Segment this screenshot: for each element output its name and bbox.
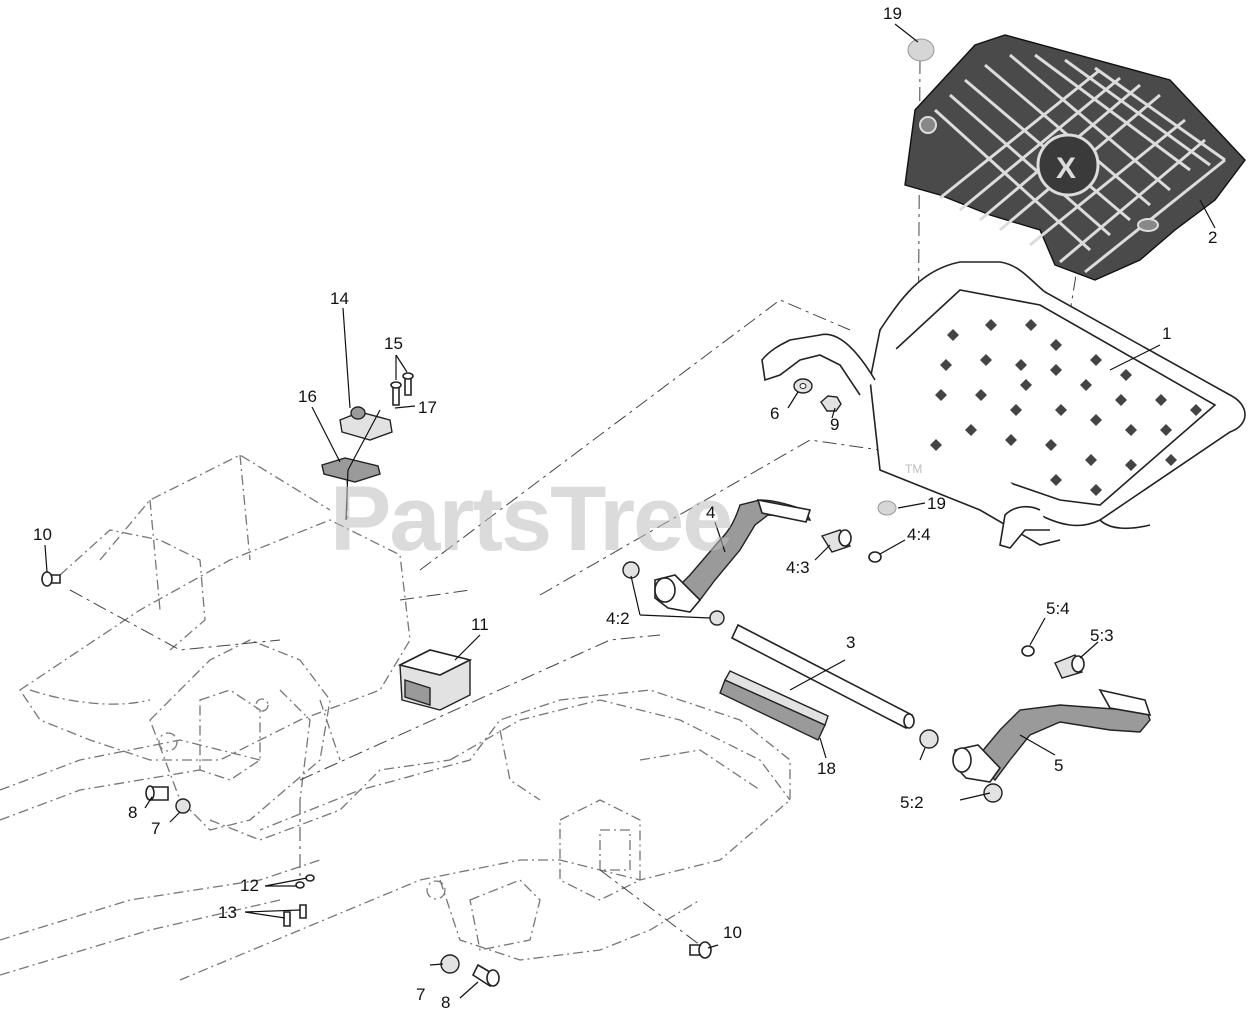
bushing-part-5-3 (1054, 654, 1085, 679)
callout-4-2: 4:2 (606, 609, 630, 628)
callout-8-left: 8 (128, 803, 137, 822)
callout-9: 9 (830, 415, 839, 434)
nut-part-9 (820, 395, 842, 412)
callout-5-2: 5:2 (900, 793, 924, 812)
washer-part-5-2-b (983, 783, 1003, 803)
callout-6: 6 (770, 404, 779, 423)
callout-1: 1 (1162, 324, 1171, 343)
bolts-part-15 (390, 372, 414, 406)
callout-14: 14 (330, 289, 349, 308)
pedal-arm-part-4 (654, 498, 812, 613)
bumper-part-11 (397, 649, 473, 711)
clip-part-4-4 (868, 551, 882, 563)
svg-text:X: X (1056, 152, 1076, 185)
callout-4-3: 4:3 (786, 558, 810, 577)
rod-part-3 (730, 623, 915, 730)
fasteners-part-12-13 (283, 874, 315, 927)
callout-16: 16 (298, 387, 317, 406)
callout-5-4: 5:4 (1046, 599, 1070, 618)
callout-5-3: 5:3 (1090, 626, 1114, 645)
floor-mat-part-2: X (904, 34, 1246, 281)
bolt-part-8-bottom (471, 963, 500, 988)
washer-part-7-bottom (440, 954, 460, 974)
callout-8-bottom: 8 (441, 993, 450, 1012)
callout-4-4: 4:4 (907, 525, 931, 544)
callout-10-left: 10 (33, 525, 52, 544)
callout-11: 11 (471, 615, 489, 634)
plug-part-19-top (907, 38, 935, 62)
bracket-part-14 (339, 406, 393, 441)
callout-19-mid: 19 (927, 494, 946, 513)
leader-lines (44, 23, 1216, 999)
pedal-arm-part-5 (952, 688, 1152, 783)
plug-part-19-mid (877, 500, 897, 516)
callout-17: 17 (418, 398, 437, 417)
chassis-frame-left (0, 454, 451, 841)
washer-part-5-2-a (919, 729, 939, 749)
plate-part-16 (321, 457, 381, 483)
watermark-trademark: TM (905, 462, 922, 476)
callout-10-bottom: 10 (723, 923, 742, 942)
callout-7-left: 7 (151, 819, 160, 838)
bolt-part-10-left (41, 571, 61, 587)
callout-2: 2 (1208, 228, 1217, 247)
callout-3: 3 (846, 633, 855, 652)
chassis-frame-right (0, 689, 791, 981)
washer-part-7-left (175, 798, 191, 814)
foot-platform-part-1 (761, 261, 1246, 549)
callout-5: 5 (1054, 756, 1063, 775)
callout-19-top: 19 (883, 4, 902, 23)
washer-part-6 (793, 378, 813, 394)
callout-18: 18 (817, 759, 836, 778)
watermark-text: PartsTree (330, 468, 731, 570)
callout-7-bottom: 7 (416, 985, 425, 1004)
callout-15: 15 (384, 334, 403, 353)
tube-part-18 (719, 670, 829, 741)
callout-13: 13 (218, 903, 237, 922)
bolt-part-10-bottom (689, 941, 712, 959)
clip-part-5-4 (1021, 645, 1035, 657)
washer-part-4-2-b (709, 610, 725, 626)
stud-part-17 (345, 409, 381, 521)
callout-12: 12 (240, 876, 259, 895)
callout-4: 4 (706, 503, 715, 522)
bolt-part-8-left (145, 785, 169, 801)
